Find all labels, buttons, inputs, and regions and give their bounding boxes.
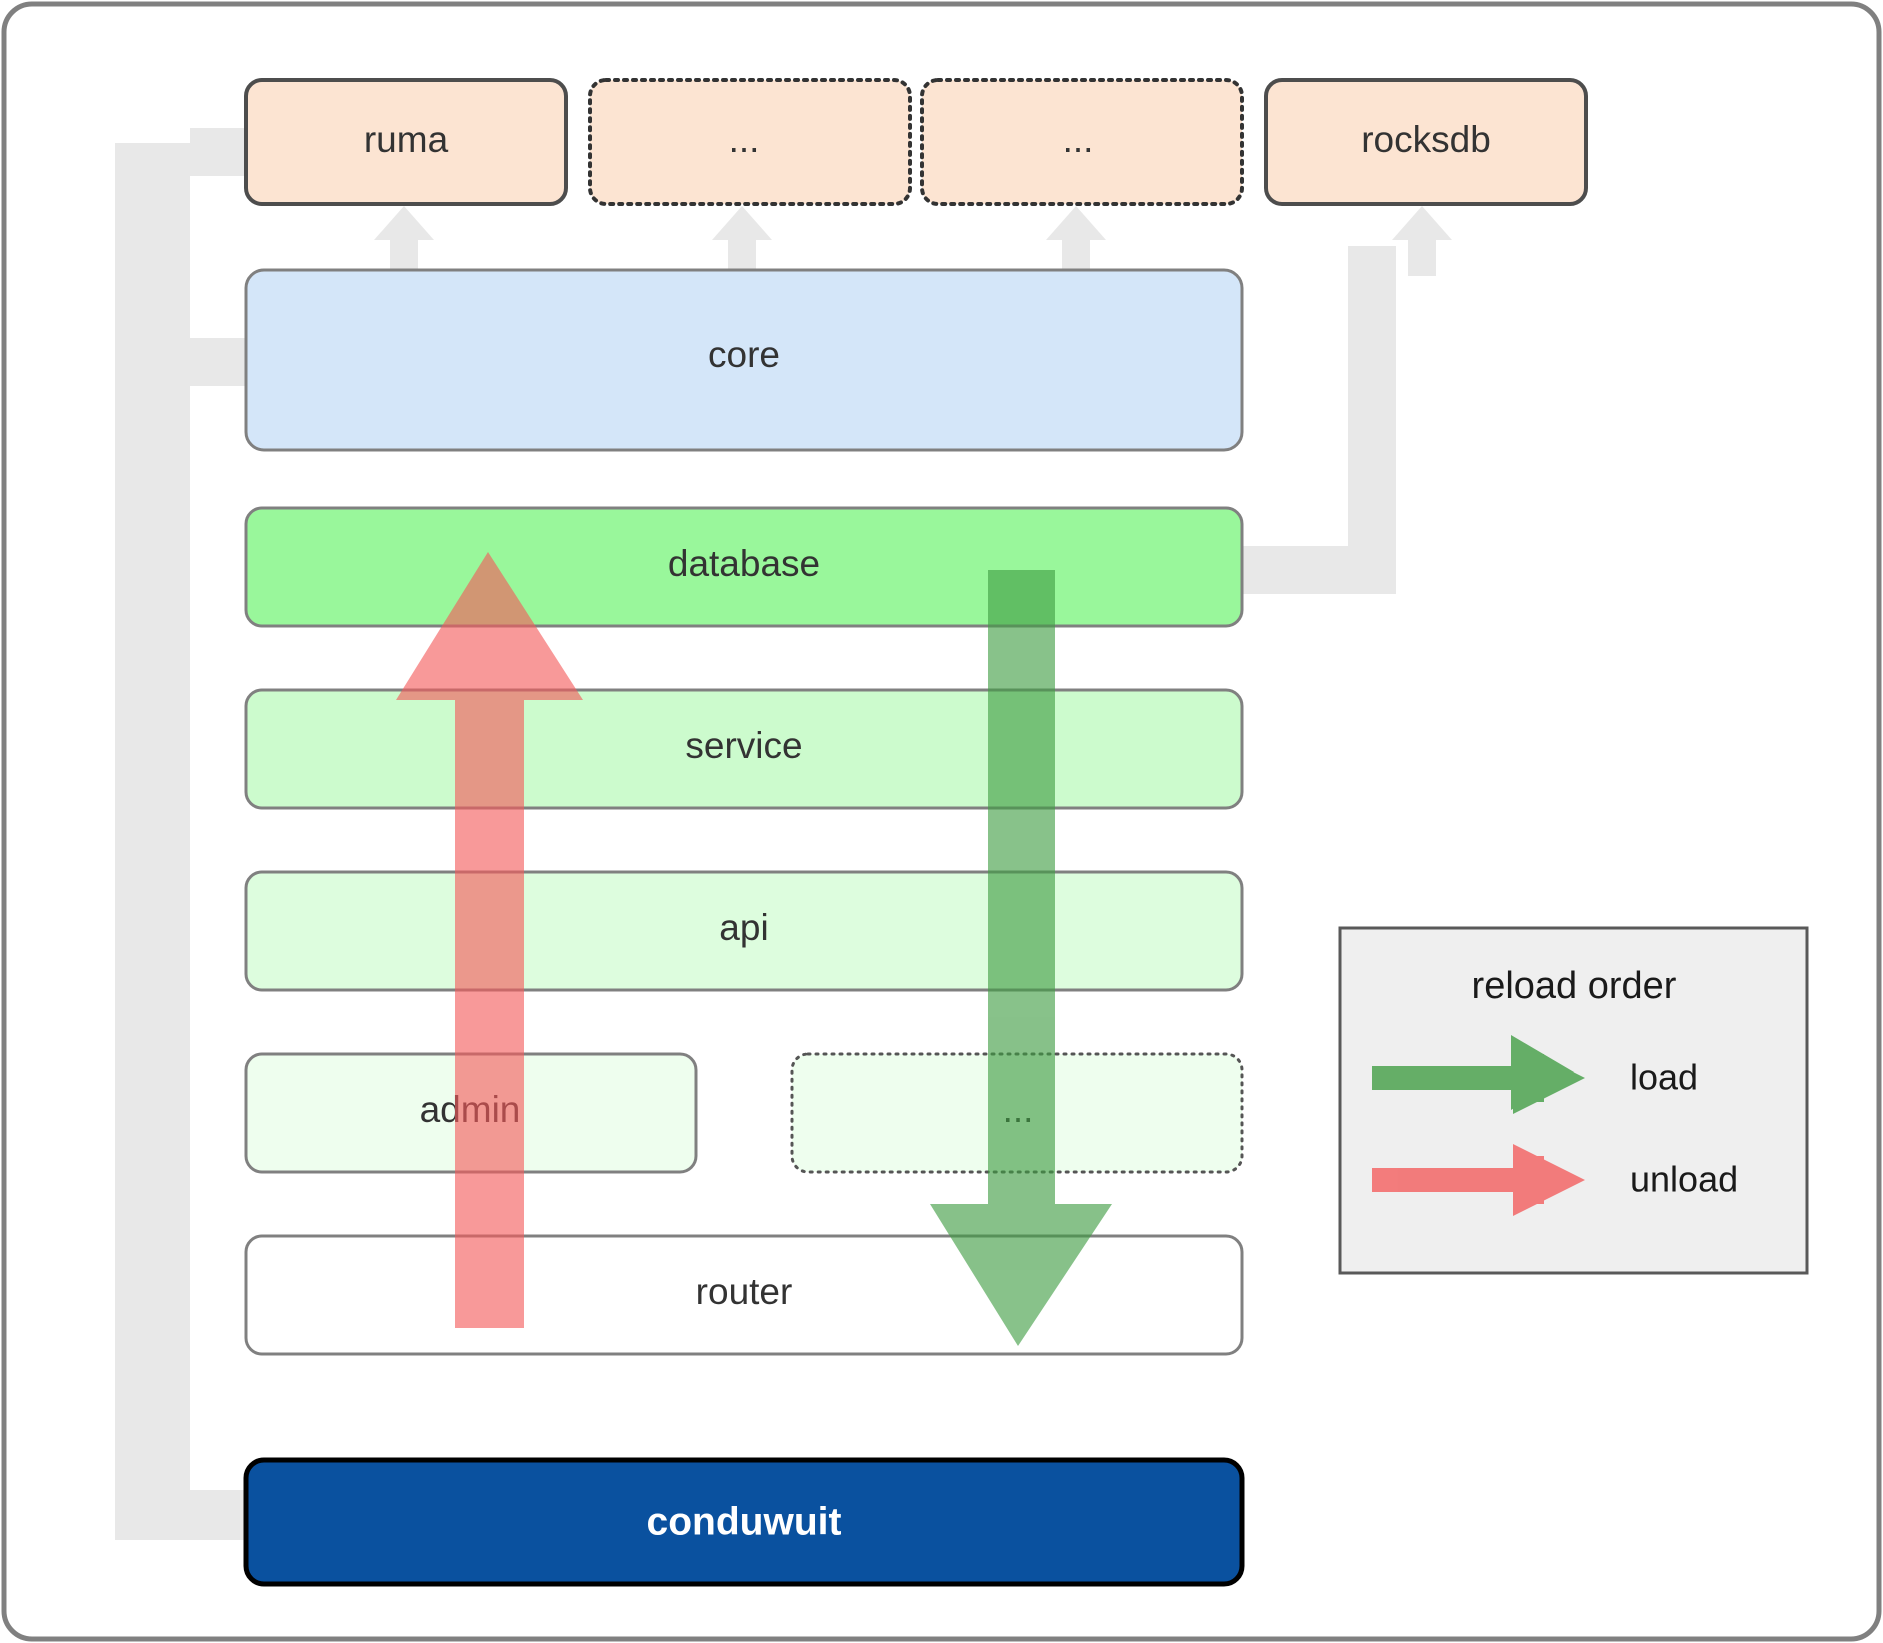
connector-arrows-core-to-externals — [374, 206, 1452, 276]
load-arrow-overlap — [988, 1130, 1055, 1250]
layer-router-label: router — [696, 1271, 793, 1312]
node-conduwuit[interactable]: conduwuit — [243, 1457, 1245, 1587]
layer-database-label: database — [668, 543, 820, 584]
legend-unload-arrow-overlap — [1513, 1156, 1544, 1204]
connector-arrow-core-ruma — [374, 206, 434, 276]
connector-arrow-core-ext3 — [1046, 206, 1106, 276]
legend-entry-load: load — [1372, 1035, 1698, 1114]
layer-database[interactable]: database — [244, 506, 1244, 628]
layer-api-label: api — [719, 907, 768, 948]
load-arrow-shape — [930, 570, 1112, 1346]
connector-arrow-core-ext2 — [712, 206, 772, 276]
legend-entry-unload: unload — [1372, 1144, 1738, 1216]
legend: reload order load unload — [1338, 926, 1809, 1275]
node-external-3[interactable]: ... — [920, 78, 1244, 206]
node-external-2[interactable]: ... — [588, 78, 912, 206]
layer-service-label: service — [685, 725, 802, 766]
layer-router[interactable]: router — [244, 1234, 1244, 1356]
connector-arrow-core-rocksdb — [1392, 206, 1452, 276]
node-core-label: core — [708, 334, 780, 375]
legend-load-label: load — [1630, 1057, 1698, 1098]
node-rocksdb-label: rocksdb — [1361, 119, 1491, 160]
legend-unload-label: unload — [1630, 1159, 1738, 1200]
connector-trunk — [115, 143, 190, 1540]
load-arrow — [930, 570, 1112, 1346]
node-core[interactable]: core — [244, 268, 1244, 452]
node-external-2-label: ... — [729, 119, 760, 160]
node-conduwuit-label: conduwuit — [647, 1500, 842, 1543]
unload-arrow-shape — [396, 552, 583, 1328]
connector-to-conduwuit — [115, 1490, 255, 1540]
legend-title: reload order — [1472, 965, 1677, 1007]
unload-arrow — [396, 552, 583, 1328]
layer-service[interactable]: service — [244, 688, 1244, 810]
node-rocksdb[interactable]: rocksdb — [1264, 78, 1588, 206]
node-external-3-label: ... — [1063, 119, 1094, 160]
node-ruma[interactable]: ruma — [244, 78, 568, 206]
legend-panel — [1338, 926, 1809, 1275]
connector-database-to-rocksdb — [1238, 246, 1396, 594]
unload-arrow-overlap — [455, 648, 524, 768]
legend-load-arrow-overlap — [1513, 1054, 1544, 1102]
layer-api[interactable]: api — [244, 870, 1244, 992]
external-row: ruma ... ... rocksdb — [244, 78, 1588, 206]
node-ruma-label: ruma — [364, 119, 449, 160]
